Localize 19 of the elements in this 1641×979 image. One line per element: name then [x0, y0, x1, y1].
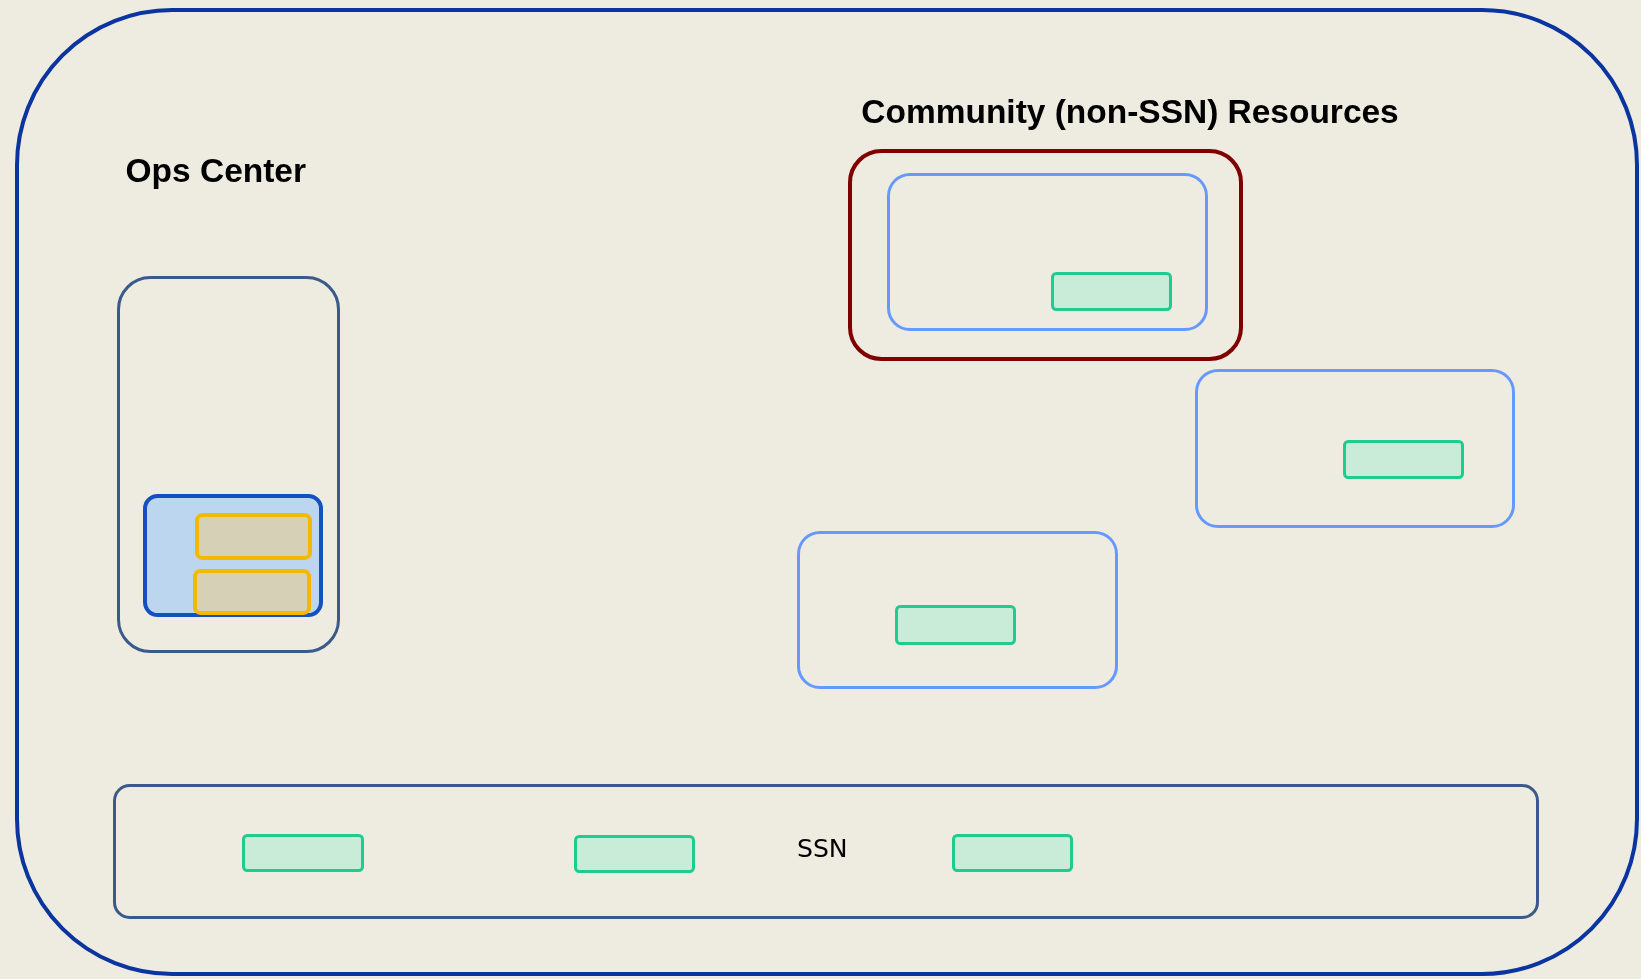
component-box — [1050, 272, 1173, 311]
component-box — [574, 834, 696, 874]
resource-box — [797, 530, 1118, 689]
component-box — [1342, 439, 1465, 480]
component-box — [242, 833, 364, 873]
panel-box — [143, 493, 324, 618]
ssn-box — [113, 783, 1540, 919]
item-box — [194, 512, 312, 560]
group-box — [847, 148, 1244, 362]
component-box — [951, 833, 1074, 873]
section-heading: Ops Center — [125, 151, 306, 190]
resource-box — [887, 172, 1208, 331]
item-box — [192, 569, 311, 616]
outer-frame — [14, 8, 1639, 977]
ops-container — [117, 276, 341, 653]
resource-box — [1195, 369, 1516, 529]
node-label: SSN — [796, 833, 848, 863]
component-box — [894, 604, 1017, 645]
section-heading: Community (non-SSN) Resources — [861, 93, 1399, 132]
